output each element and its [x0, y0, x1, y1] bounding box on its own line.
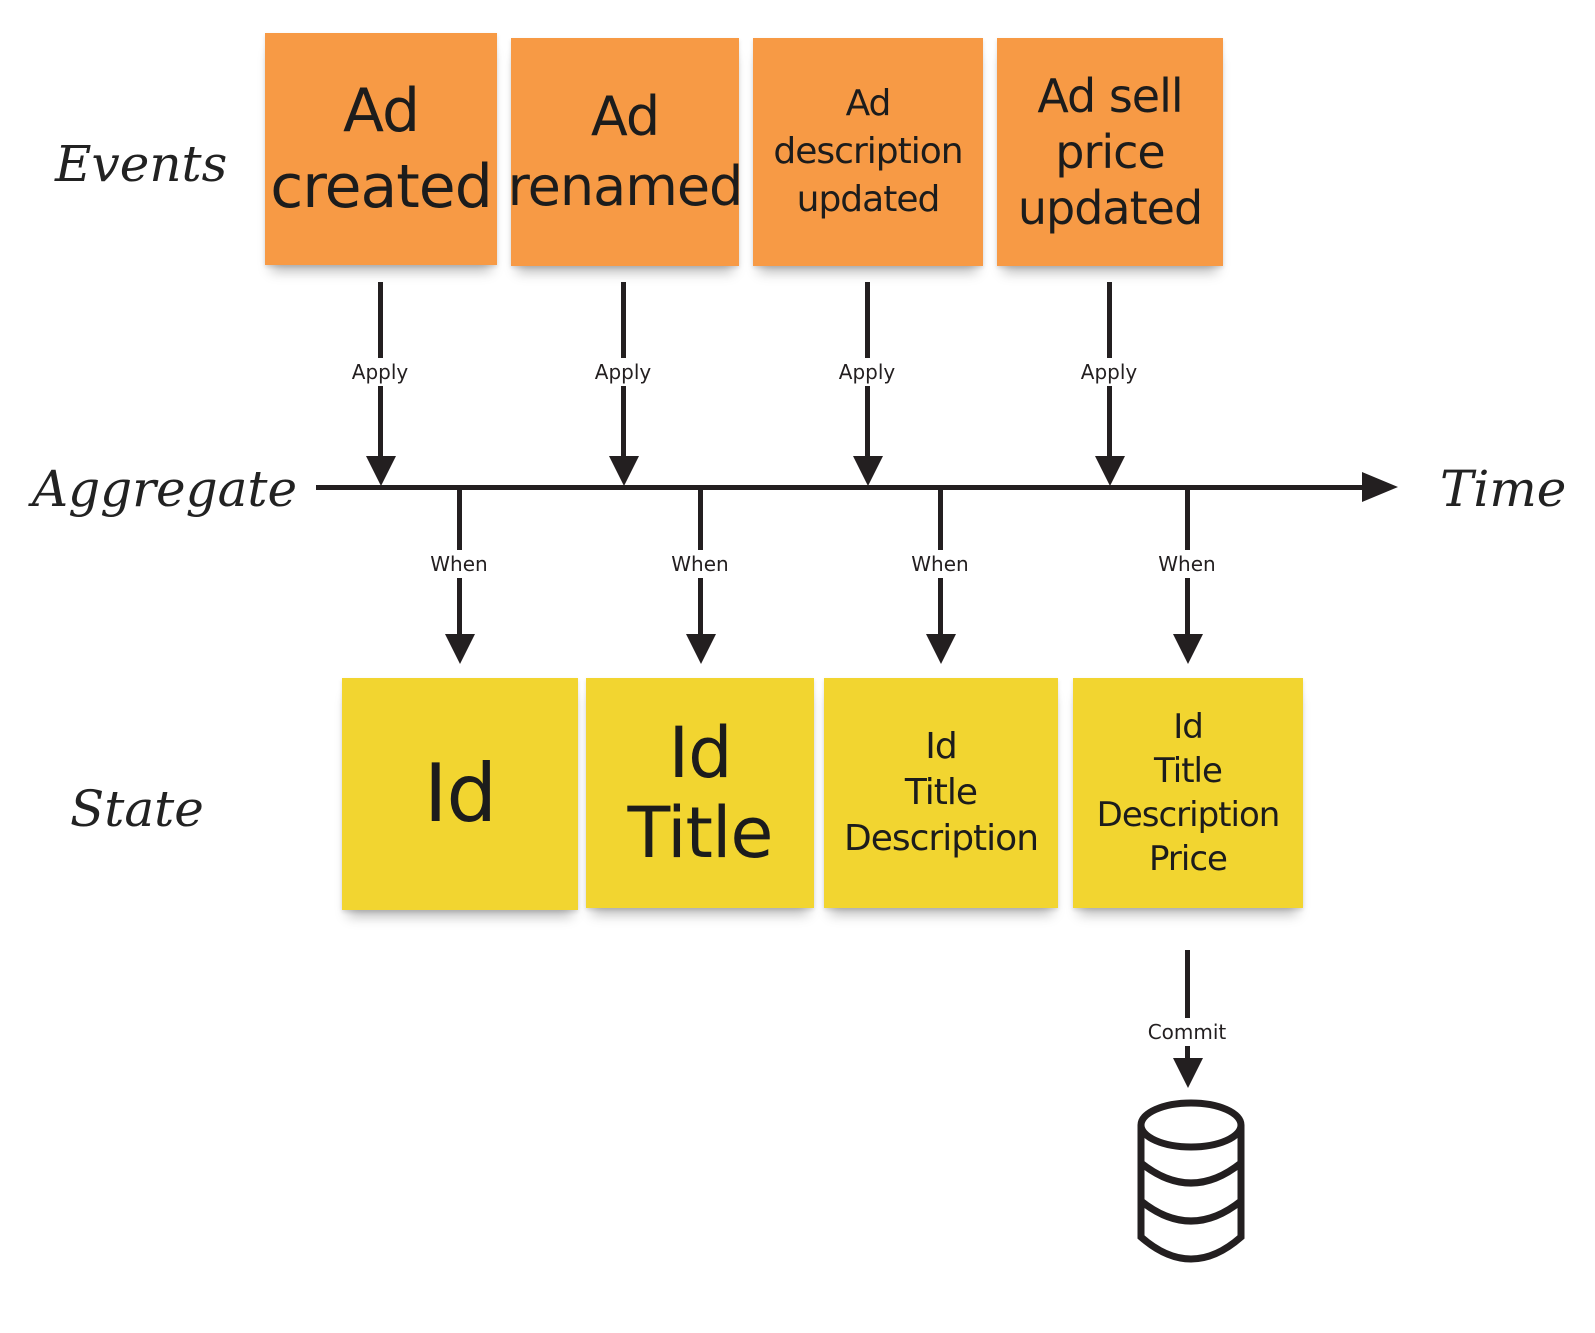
state-note-id-title: Id Title	[586, 678, 814, 908]
commit-arrowhead	[1173, 1058, 1203, 1088]
apply-arrowhead-3	[853, 456, 883, 486]
when-arrowhead-2	[686, 634, 716, 664]
apply-label-2: Apply	[592, 358, 654, 386]
event-note-ad-description-updated: Ad description updated	[753, 38, 983, 266]
commit-label: Commit	[1145, 1018, 1229, 1046]
state-note-text: Id Title Description Price	[1096, 707, 1281, 879]
row-label-state: State	[70, 780, 204, 838]
state-note-text: Id	[423, 747, 497, 840]
event-note-text: Ad created	[270, 76, 493, 222]
time-axis-arrowhead	[1362, 472, 1398, 502]
apply-label-4: Apply	[1078, 358, 1140, 386]
apply-label-1: Apply	[349, 358, 411, 386]
when-arrowhead-3	[926, 634, 956, 664]
event-note-ad-sell-price-updated: Ad sell price updated	[997, 38, 1223, 266]
row-label-aggregate: Aggregate	[32, 460, 298, 518]
when-label-4: When	[1156, 550, 1218, 578]
row-label-events: Events	[55, 135, 228, 193]
state-note-id: Id	[342, 678, 578, 910]
when-label-1: When	[428, 550, 490, 578]
state-note-id-title-description-price: Id Title Description Price	[1073, 678, 1303, 908]
apply-label-3: Apply	[836, 358, 898, 386]
event-note-ad-renamed: Ad renamed	[508, 38, 743, 266]
event-note-ad-created: Ad created	[265, 33, 497, 265]
event-note-text: Ad renamed	[507, 85, 744, 218]
time-axis	[316, 485, 1366, 490]
database-icon	[1137, 1099, 1245, 1263]
event-note-text: Ad sell price updated	[1017, 69, 1203, 235]
event-note-text: Ad description updated	[773, 83, 963, 220]
when-label-3: When	[909, 550, 971, 578]
time-axis-label: Time	[1440, 460, 1567, 518]
apply-arrowhead-2	[609, 456, 639, 486]
commit-arrow	[1185, 950, 1190, 1060]
apply-arrowhead-1	[366, 456, 396, 486]
state-note-text: Id Title	[627, 712, 773, 874]
when-arrowhead-4	[1173, 634, 1203, 664]
state-note-id-title-description: Id Title Description	[824, 678, 1058, 908]
state-note-text: Id Title Description	[843, 726, 1039, 859]
when-label-2: When	[669, 550, 731, 578]
when-arrowhead-1	[445, 634, 475, 664]
apply-arrowhead-4	[1095, 456, 1125, 486]
